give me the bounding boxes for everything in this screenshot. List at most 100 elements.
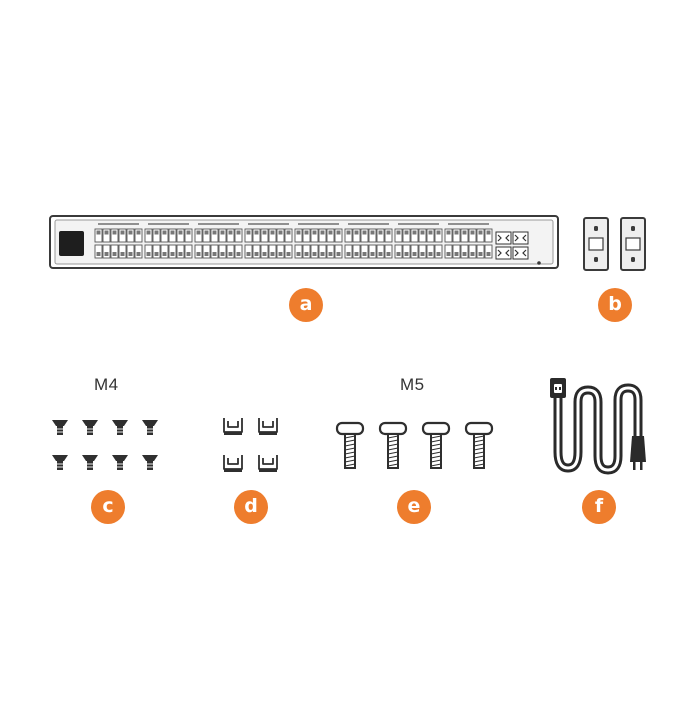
rj45-port-icon	[202, 228, 211, 243]
rj45-port-icon	[310, 244, 319, 259]
rj45-port-icon	[484, 228, 493, 243]
clip-icon	[258, 418, 278, 435]
rj45-port-icon	[310, 228, 319, 243]
rj45-port-icon	[134, 244, 143, 259]
rj45-port-icon	[334, 244, 343, 259]
rj45-port-icon	[394, 244, 403, 259]
m4-size-label: M4	[94, 375, 119, 394]
rj45-port-icon	[394, 228, 403, 243]
rj45-port-icon	[276, 244, 285, 259]
rj45-port-icon	[184, 244, 193, 259]
rj45-port-icon	[152, 244, 161, 259]
rj45-port-icon	[152, 228, 161, 243]
rj45-port-icon	[318, 244, 327, 259]
rj45-port-icon	[326, 244, 335, 259]
rj45-port-icon	[284, 228, 293, 243]
power-cord-illustration	[550, 378, 646, 475]
screw-icon	[82, 455, 98, 470]
rj45-port-icon	[360, 228, 369, 243]
rj45-port-icon	[384, 228, 393, 243]
rj45-port-icon	[110, 228, 119, 243]
rj45-port-icon	[144, 228, 153, 243]
rj45-port-icon	[176, 244, 185, 259]
wall-plug-icon	[630, 436, 646, 462]
rj45-port-icon	[94, 244, 103, 259]
rj45-port-icon	[268, 228, 277, 243]
status-led-icon	[537, 261, 541, 265]
rj45-port-icon	[452, 244, 461, 259]
rj45-port-icon	[226, 228, 235, 243]
rj45-port-icon	[184, 228, 193, 243]
rj45-port-icon	[284, 244, 293, 259]
rj45-port-icon	[194, 244, 203, 259]
switch-display-icon	[59, 231, 84, 256]
rj45-port-icon	[252, 228, 261, 243]
rj45-port-icon	[376, 228, 385, 243]
rj45-port-icon	[460, 228, 469, 243]
screw-icon	[112, 455, 128, 470]
rj45-port-icon	[244, 228, 253, 243]
rj45-port-icon	[126, 244, 135, 259]
item-c-badge: c	[91, 490, 125, 524]
screw-icon	[52, 420, 68, 435]
rj45-port-icon	[160, 244, 169, 259]
item-b-badge: b	[598, 288, 632, 322]
rj45-port-icon	[252, 244, 261, 259]
rj45-port-icon	[276, 228, 285, 243]
item-a-badge: a	[289, 288, 323, 322]
rj45-port-icon	[126, 228, 135, 243]
rj45-port-icon	[194, 228, 203, 243]
clips-illustration	[223, 418, 278, 472]
rj45-port-icon	[434, 244, 443, 259]
rj45-port-icon	[134, 228, 143, 243]
rj45-port-icon	[368, 244, 377, 259]
clip-icon	[223, 455, 243, 472]
rj45-port-icon	[360, 244, 369, 259]
rj45-port-icon	[94, 228, 103, 243]
rj45-port-icon	[218, 244, 227, 259]
rj45-port-icon	[334, 228, 343, 243]
rj45-port-icon	[210, 244, 219, 259]
screw-icon	[82, 420, 98, 435]
rj45-port-icon	[118, 244, 127, 259]
item-e-badge: e	[397, 490, 431, 524]
rj45-port-icon	[176, 228, 185, 243]
m5-size-label: M5	[400, 375, 425, 394]
rj45-port-icon	[402, 228, 411, 243]
rj45-port-icon	[160, 228, 169, 243]
rj45-port-icon	[418, 244, 427, 259]
sfp-port-array	[495, 231, 529, 260]
rj45-port-icon	[402, 244, 411, 259]
rj45-port-icon	[294, 228, 303, 243]
rj45-port-icon	[418, 228, 427, 243]
rj45-port-icon	[344, 244, 353, 259]
rj45-port-icon	[476, 244, 485, 259]
rj45-port-icon	[468, 228, 477, 243]
m4-screws-illustration	[52, 420, 158, 470]
rj45-port-icon	[168, 228, 177, 243]
rj45-port-icon	[410, 228, 419, 243]
rj45-port-icon	[260, 228, 269, 243]
rj45-port-icon	[168, 244, 177, 259]
item-f-badge: f	[582, 490, 616, 524]
rj45-port-icon	[302, 228, 311, 243]
rj45-port-icon	[368, 228, 377, 243]
rj45-port-icon	[118, 228, 127, 243]
clip-icon	[223, 418, 243, 435]
rj45-port-icon	[210, 228, 219, 243]
bolt-icon	[421, 421, 451, 469]
rj45-port-icon	[226, 244, 235, 259]
rj45-port-icon	[234, 228, 243, 243]
rj45-port-icon	[244, 244, 253, 259]
rj45-port-icon	[344, 228, 353, 243]
rj45-port-icon	[444, 228, 453, 243]
rj45-port-array	[94, 223, 493, 259]
rj45-port-icon	[452, 228, 461, 243]
rj45-port-icon	[426, 244, 435, 259]
sfp-port-icon	[495, 231, 512, 245]
m5-bolts-illustration	[335, 421, 494, 469]
item-d-badge: d	[234, 490, 268, 524]
screw-icon	[142, 420, 158, 435]
rj45-port-icon	[294, 244, 303, 259]
rj45-port-icon	[444, 244, 453, 259]
